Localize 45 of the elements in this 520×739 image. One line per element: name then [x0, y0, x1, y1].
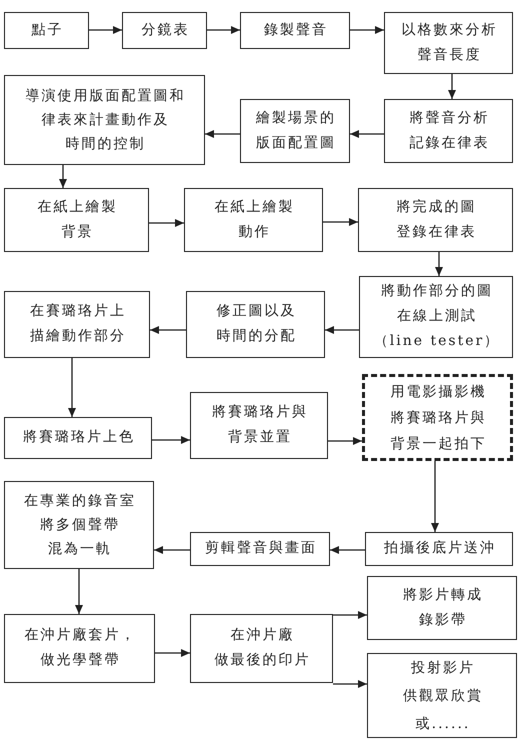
arrow	[152, 436, 190, 444]
process-box: 分鏡表	[122, 12, 207, 49]
arrow	[149, 219, 184, 227]
arrow	[325, 326, 359, 334]
arrow	[435, 252, 443, 276]
arrow	[333, 611, 367, 619]
arrow	[350, 130, 384, 138]
process-box: 將聲音分析記錄在律表	[384, 99, 513, 163]
arrow	[205, 130, 240, 138]
process-box: 將影片轉成錄影帶	[367, 576, 517, 640]
process-box: 繪製場景的版面配置圖	[240, 99, 350, 163]
arrow	[328, 437, 362, 445]
process-box: 剪輯聲音與畫面	[190, 532, 330, 566]
arrow	[59, 165, 67, 188]
process-box: 導演使用版面配置圖和律表來計畫動作及時間的控制	[4, 75, 205, 165]
process-box: 用電影攝影機將賽璐珞片與背景一起拍下	[362, 374, 513, 461]
process-box: 在沖片廠套片，做光學聲帶	[4, 614, 155, 683]
process-box: 在沖片廠做最後的印片	[190, 614, 333, 683]
process-box: 將動作部分的圖在線上測試（line tester）	[359, 276, 513, 358]
arrow	[431, 461, 439, 532]
process-box: 以格數來分析聲音長度	[384, 12, 513, 74]
process-box: 將賽璐珞片與背景並置	[190, 392, 328, 459]
process-box: 修正圖以及時間的分配	[186, 291, 325, 358]
arrow	[154, 546, 190, 554]
arrow	[448, 74, 456, 99]
process-box: 在賽璐珞片上描繪動作部分	[4, 291, 150, 358]
process-box: 在紙上繪製動作	[184, 188, 323, 252]
process-box: 將賽璐珞片上色	[4, 417, 152, 459]
arrow	[207, 26, 240, 34]
arrow	[323, 218, 358, 226]
arrow	[68, 358, 76, 417]
process-box: 在紙上繪製背景	[4, 188, 149, 252]
process-box: 錄製聲音	[240, 12, 350, 49]
arrow	[89, 26, 122, 34]
arrow	[330, 546, 365, 554]
arrow	[150, 326, 186, 334]
arrow	[350, 26, 384, 34]
arrow	[155, 649, 190, 657]
arrow	[333, 680, 367, 688]
process-box: 將完成的圖登錄在律表	[358, 188, 513, 252]
process-box: 在專業的錄音室將多個聲帶混為一軌	[4, 481, 154, 569]
process-box: 投射影片供觀眾欣賞或......	[367, 653, 517, 738]
process-box: 點子	[4, 12, 89, 49]
process-box: 拍攝後底片送沖	[365, 532, 513, 566]
arrow	[75, 569, 83, 614]
